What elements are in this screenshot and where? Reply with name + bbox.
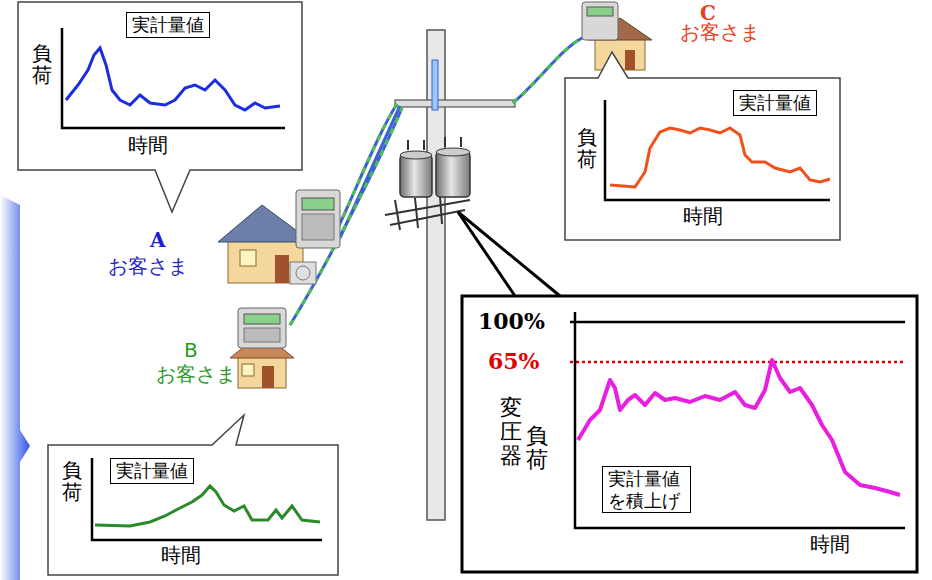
customer-letter: B <box>184 338 198 362</box>
axis-label: 時間 <box>161 543 201 567</box>
meter-tag: 実計量値 <box>126 12 210 38</box>
meter-tag: 実計量値 <box>733 90 817 116</box>
callout-tail <box>458 212 560 296</box>
tag-text: 実計量値 <box>739 92 811 114</box>
callout-shape <box>48 415 338 575</box>
customer-name: お客さま <box>156 362 236 386</box>
service-drop <box>432 60 438 110</box>
axis-label: 時間 <box>128 133 168 157</box>
load-callout: 負荷時間 実計量値 <box>565 78 840 240</box>
customer-letter: A <box>150 228 166 252</box>
callout-shape <box>18 2 302 212</box>
house-b <box>230 308 294 388</box>
pole-transformer <box>385 137 470 230</box>
axis-label: 負荷 <box>62 459 82 503</box>
customer-name: お客さま <box>108 254 188 278</box>
axis-label: 時間 <box>683 204 723 228</box>
load-graph-a <box>62 28 285 128</box>
customer-name: お客さま <box>680 20 760 44</box>
service-wires <box>290 38 582 325</box>
percent-label: 65% <box>488 348 540 374</box>
load-callout: 負荷時間 実計量値 <box>48 445 338 575</box>
load-graph-b <box>92 458 322 540</box>
transformer-load-graph <box>570 312 905 528</box>
axis-label: 負荷 <box>526 424 548 472</box>
tag-text: 実計量値 <box>116 460 188 482</box>
house-a <box>218 190 340 284</box>
flow-band <box>0 195 30 580</box>
meter-tag: 実計量値 <box>110 458 194 484</box>
callout-tail <box>458 212 560 296</box>
percent-label: 100% <box>478 308 545 334</box>
stacked-tag: 実計量値を積上げ <box>602 466 691 513</box>
transformer-callout: 100% 65% 変圧器負荷時間 実計量値を積上げ <box>462 296 917 572</box>
axis-label: 時間 <box>810 532 850 556</box>
axis-label: 変圧器 <box>500 396 522 469</box>
cross-arm <box>395 100 515 107</box>
tag-text: 実計量値を積上げ <box>608 468 685 511</box>
callout-shape <box>462 296 917 572</box>
callout-shape <box>565 52 840 240</box>
axis-label: 負荷 <box>32 42 52 86</box>
load-callout: 負荷時間 実計量値 <box>18 2 302 170</box>
axis-label: 負荷 <box>577 126 597 170</box>
tag-text: 実計量値 <box>132 14 204 36</box>
